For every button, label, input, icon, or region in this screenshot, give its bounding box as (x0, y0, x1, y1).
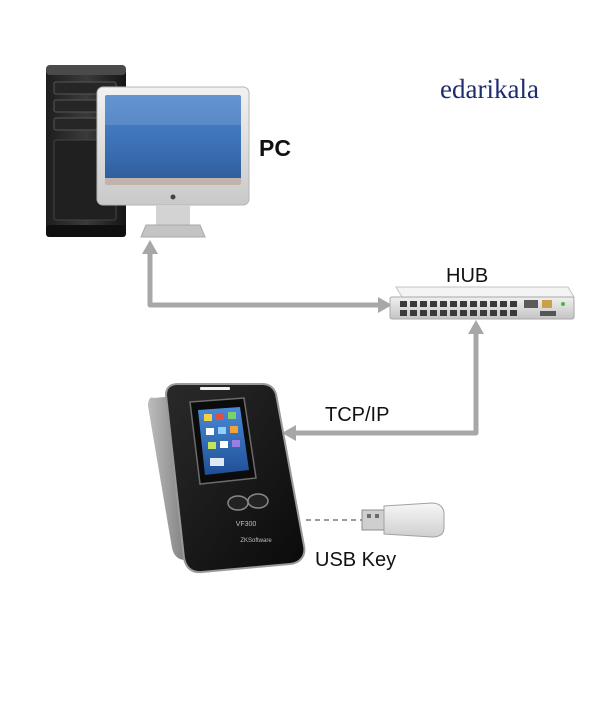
terminal-maker-text: ZKSoftware (240, 538, 272, 544)
hub-down-arrowhead (468, 320, 484, 334)
brand-watermark: edarikala (440, 74, 539, 104)
usb-flash-drive-icon (361, 502, 445, 538)
terminal-screen-icons (204, 412, 240, 466)
pc-hub-connector (147, 250, 382, 308)
terminal-model-text: VF300 (236, 521, 257, 528)
terminal-arrowhead (282, 425, 296, 441)
pc-up-arrowhead (142, 240, 158, 254)
network-hub-icon (389, 286, 575, 320)
hub-terminal-connector (294, 330, 479, 436)
connector-lines (142, 240, 484, 441)
tcpip-label: TCP/IP (325, 404, 389, 426)
biometric-terminal-icon: VF300 ZKSoftware (148, 383, 306, 574)
hub-ports (400, 301, 517, 316)
hub-left-arrowhead (378, 297, 392, 313)
hub-label: HUB (446, 265, 488, 287)
pc-label: PC (259, 135, 291, 161)
monitor-icon (96, 86, 250, 238)
usb-key-label: USB Key (315, 549, 396, 571)
